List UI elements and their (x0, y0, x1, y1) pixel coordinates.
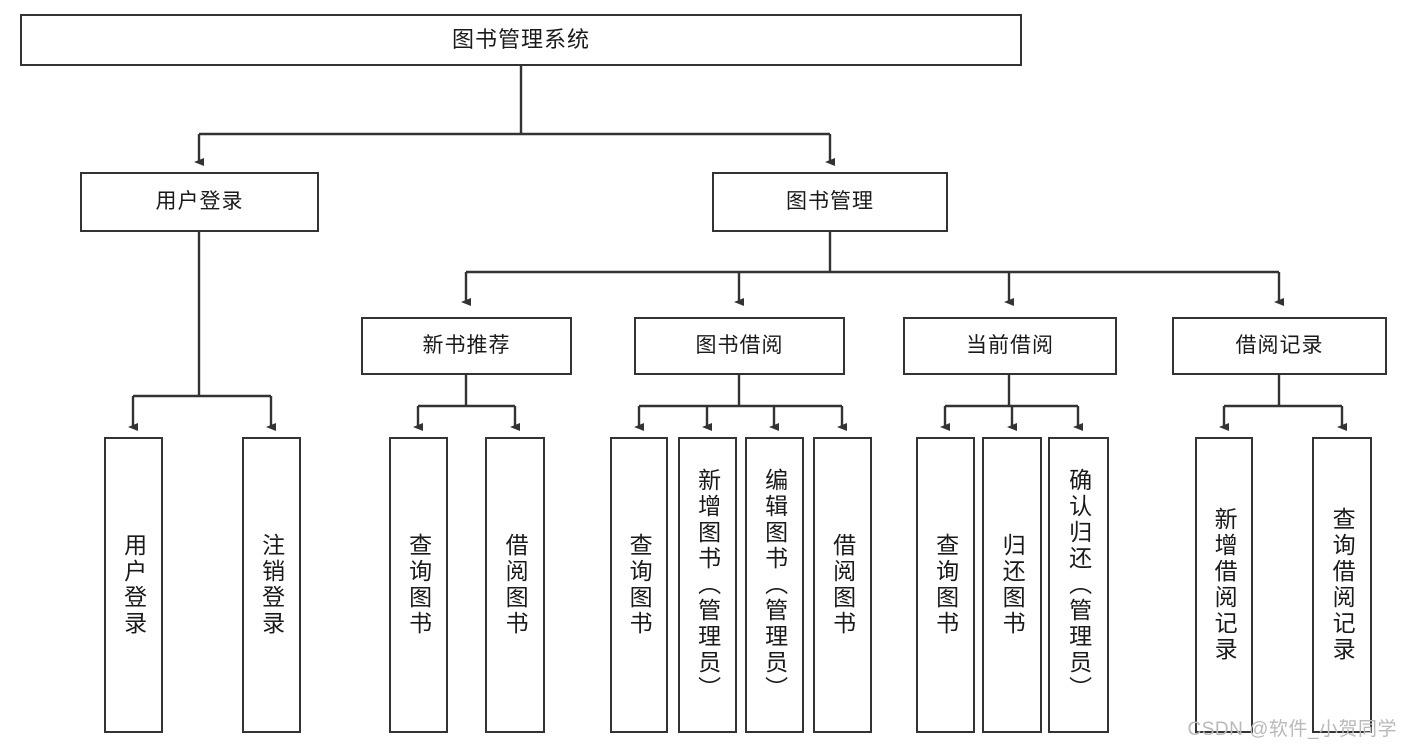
leaf-current-query-book[interactable]: 查询图书 (916, 437, 975, 733)
leaf-user-login-signin[interactable]: 用户登录 (104, 437, 163, 733)
leaf-borrow-edit-book-admin[interactable]: 编辑图书（管理员） (745, 437, 804, 733)
node-label: 查询图书 (626, 533, 653, 637)
node-label: 用户登录 (155, 189, 244, 213)
leaf-user-login-signout[interactable]: 注销登录 (242, 437, 301, 733)
leaf-current-return-book[interactable]: 归还图书 (982, 437, 1042, 733)
csdn-watermark: CSDN @软件_小贺同学 (1187, 719, 1397, 740)
node-label: 查询借阅记录 (1329, 507, 1356, 663)
leaf-record-query-record[interactable]: 查询借阅记录 (1312, 437, 1372, 733)
node-label: 编辑图书（管理员） (761, 468, 788, 702)
leaf-borrow-add-book-admin[interactable]: 新增图书（管理员） (678, 437, 737, 733)
node-current-borrow[interactable]: 当前借阅 (903, 317, 1117, 375)
node-label: 新增图书（管理员） (694, 468, 721, 702)
node-label: 图书借阅 (695, 333, 784, 357)
node-label: 图书管理系统 (451, 27, 590, 53)
node-label: 用户登录 (120, 533, 147, 637)
node-label: 当前借阅 (966, 333, 1054, 357)
node-label: 归还图书 (999, 533, 1026, 637)
node-book-management[interactable]: 图书管理 (712, 172, 948, 232)
leaf-borrow-borrow-book[interactable]: 借阅图书 (813, 437, 872, 733)
node-label: 新增借阅记录 (1211, 507, 1238, 663)
leaf-borrow-query-book[interactable]: 查询图书 (610, 437, 668, 733)
node-book-borrow[interactable]: 图书借阅 (634, 317, 845, 375)
node-label: 借阅图书 (502, 533, 529, 637)
node-user-login[interactable]: 用户登录 (80, 172, 319, 232)
leaf-current-confirm-return-admin[interactable]: 确认归还（管理员） (1048, 437, 1109, 733)
node-label: 图书管理 (786, 189, 874, 213)
leaf-recommend-query-book[interactable]: 查询图书 (389, 437, 448, 733)
node-root-system[interactable]: 图书管理系统 (20, 14, 1022, 66)
node-new-book-recommend[interactable]: 新书推荐 (361, 317, 572, 375)
node-borrow-record[interactable]: 借阅记录 (1172, 317, 1387, 375)
node-label: 查询图书 (932, 533, 959, 637)
leaf-recommend-borrow-book[interactable]: 借阅图书 (485, 437, 545, 733)
node-label: 注销登录 (258, 533, 285, 637)
node-label: 借阅记录 (1235, 333, 1324, 357)
node-label: 查询图书 (405, 533, 432, 637)
node-label: 借阅图书 (829, 533, 856, 637)
leaf-record-add-record[interactable]: 新增借阅记录 (1195, 437, 1253, 733)
node-label: 新书推荐 (422, 333, 511, 357)
node-label: 确认归还（管理员） (1065, 468, 1092, 702)
